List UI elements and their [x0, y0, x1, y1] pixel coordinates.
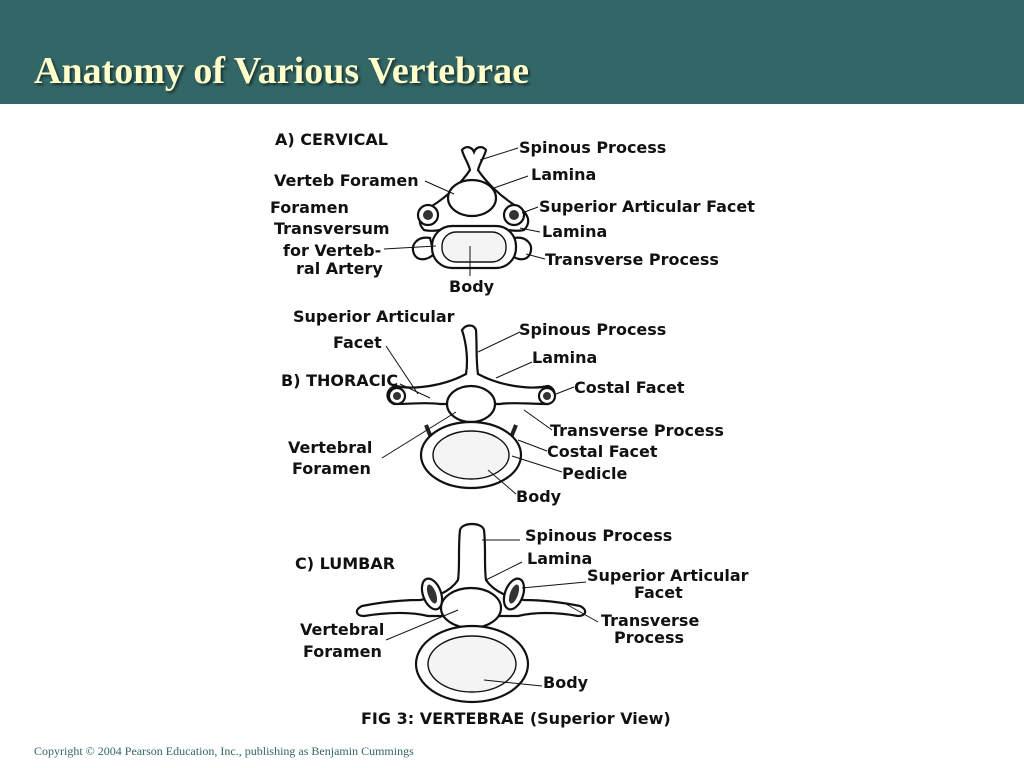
thoracic-vertebral-label-line1: Vertebral	[288, 438, 372, 457]
thoracic-spinous-process-label: Spinous Process	[519, 320, 666, 339]
thoracic-costal-facet-label: Costal Facet	[574, 378, 685, 397]
figure-caption: FIG 3: VERTEBRAE (Superior View)	[361, 709, 671, 728]
thoracic-superior-articular-label-line1: Superior Articular	[293, 307, 455, 326]
cervical-verteb-foramen-label: Verteb Foramen	[274, 171, 419, 190]
lumbar-superior-articular-label-line1: Superior Articular	[587, 566, 749, 585]
lumbar-leader-lines	[385, 539, 599, 687]
cervical-leader-lines	[383, 147, 546, 276]
cervical-body-label: Body	[449, 277, 495, 296]
thoracic-costal-facet-label-2: Costal Facet	[547, 442, 658, 461]
lumbar-vertebral-label-line1: Vertebral	[300, 620, 384, 639]
cervical-lamina-label: Lamina	[531, 165, 596, 184]
thoracic-lamina-label: Lamina	[532, 348, 597, 367]
thoracic-transverse-process-label: Transverse Process	[550, 421, 724, 440]
thoracic-leader-lines	[381, 331, 575, 495]
cervical-foramen-label-line1: Foramen	[270, 198, 349, 217]
thoracic-body-label: Body	[516, 487, 562, 506]
cervical-superior-articular-facet-label: Superior Articular Facet	[539, 197, 755, 216]
thoracic-heading: B) THORACIC	[281, 371, 398, 390]
cervical-lamina-label-2: Lamina	[542, 222, 607, 241]
thoracic-vertebra-drawing	[386, 324, 557, 490]
lumbar-body-label: Body	[543, 673, 589, 692]
cervical-foramen-label-line3: for Verteb-	[283, 241, 381, 260]
cervical-heading: A) CERVICAL	[275, 130, 388, 149]
thoracic-pedicle-label: Pedicle	[562, 464, 627, 483]
title-bar	[0, 0, 1024, 104]
slide-title: Anatomy of Various Vertebrae	[34, 50, 530, 92]
cervical-spinous-process-label: Spinous Process	[519, 138, 666, 157]
cervical-foramen-label-line2: Transversum	[274, 219, 390, 238]
thoracic-superior-articular-label-line2: Facet	[333, 333, 382, 352]
lumbar-superior-articular-label-line2: Facet	[634, 583, 683, 602]
lumbar-heading: C) LUMBAR	[295, 554, 395, 573]
lumbar-transverse-label-line2: Process	[614, 628, 684, 647]
lumbar-transverse-label-line1: Transverse	[601, 611, 699, 630]
thoracic-vertebral-label-line2: Foramen	[292, 459, 371, 478]
cervical-foramen-label-line4: ral Artery	[296, 259, 383, 278]
cervical-vertebra-drawing	[411, 146, 533, 270]
lumbar-vertebra-drawing	[355, 522, 587, 704]
cervical-transverse-process-label: Transverse Process	[545, 250, 719, 269]
lumbar-lamina-label: Lamina	[527, 549, 592, 568]
lumbar-spinous-process-label: Spinous Process	[525, 526, 672, 545]
lumbar-vertebral-label-line2: Foramen	[303, 642, 382, 661]
copyright-notice: Copyright © 2004 Pearson Education, Inc.…	[34, 744, 414, 758]
